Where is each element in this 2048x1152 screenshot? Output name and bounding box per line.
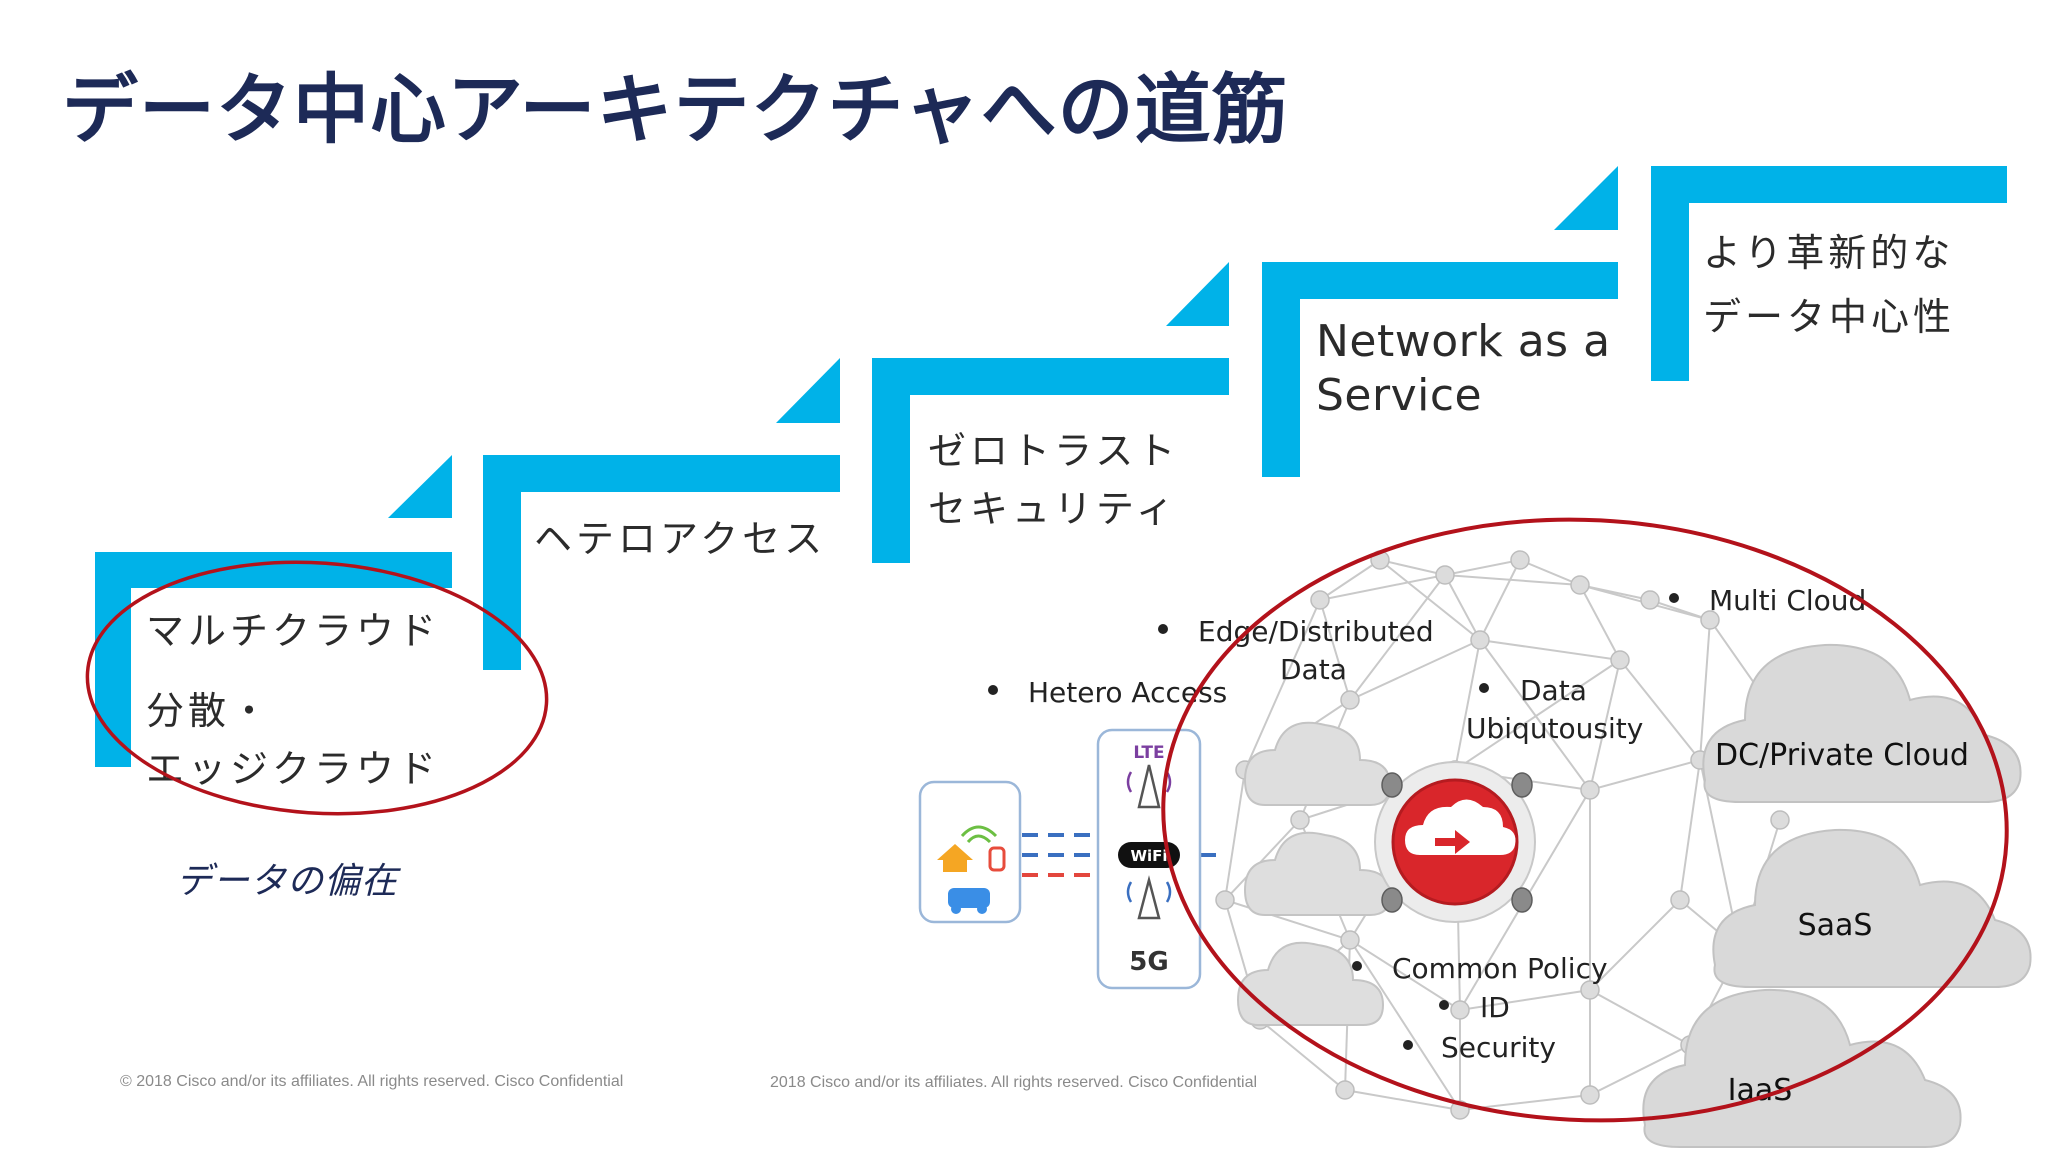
small-clouds [1236,721,1392,1026]
step-1-arrow [388,455,452,518]
cloud-iaas [1642,988,1962,1148]
step-4-bar-left [1262,262,1300,477]
step-1-line-2: 分散・ [146,689,273,733]
bullet-common-policy: Common Policy [1392,952,1608,985]
bullet-dots [988,593,1679,1050]
device-panel [918,780,1022,924]
step-1-line-3: エッジクラウド [146,747,441,791]
data-ubiquity-caption: データの偏在 [176,861,399,902]
cloud-saas-label: SaaS [1798,908,1873,943]
step-3-line-1: ゼロトラスト [928,429,1180,473]
step-4-bar-top [1262,262,1618,299]
bullet-data-line2: Ubiqutousity [1466,712,1643,745]
cloud-dc [1702,643,2022,803]
cloud-dc-label: DC/Private Cloud [1715,738,1969,773]
bullet-data-line1: Data [1520,674,1587,707]
lte-label: LTE [1133,743,1164,763]
step-1-line-1: マルチクラウド [146,609,441,653]
5g-label: 5G [1129,947,1168,977]
step-4-line-1: Network as a [1316,316,1611,367]
step-3-bar-top [872,358,1229,395]
step-3-bar-left [872,358,910,563]
step-5-bar-left [1651,166,1689,381]
step-2-bar-top [483,455,840,492]
step-4-line-2: Service [1316,370,1483,421]
step-2-arrow [776,358,840,423]
highlight-circle-multicloud [85,560,549,816]
step-5-bar-top [1651,166,2007,203]
radio-panel: LTE WiFi 5G [1096,728,1202,990]
footer-left: © 2018 Cisco and/or its affiliates. All … [120,1073,624,1090]
step-3-arrow [1166,262,1229,326]
step-5-line-2: データ中心性 [1703,295,1956,339]
step-2-line-1: ヘテロアクセス [534,517,827,561]
slide-title: データ中心アーキテクチャへの道筋 [62,65,1289,154]
bullet-hetero: Hetero Access [1028,676,1227,709]
bullet-id: ID [1480,991,1510,1024]
bullet-security: Security [1441,1031,1556,1064]
central-hub [1374,761,1536,923]
highlight-circle-network [1161,517,2009,1123]
wifi-label: WiFi [1130,847,1167,865]
step-4-arrow [1554,166,1618,230]
bullet-edge-line2: Data [1280,653,1347,686]
step-3-line-2: セキュリティ [928,487,1178,531]
cloud-saas [1712,828,2032,988]
access-links [1022,833,1225,877]
large-clouds [1642,643,2032,1148]
step-5-line-1: より革新的な [1703,231,1955,275]
step-1-bar-top [95,552,452,588]
step-1-bar-left [95,552,131,767]
footer-right: 2018 Cisco and/or its affiliates. All ri… [770,1074,1258,1091]
